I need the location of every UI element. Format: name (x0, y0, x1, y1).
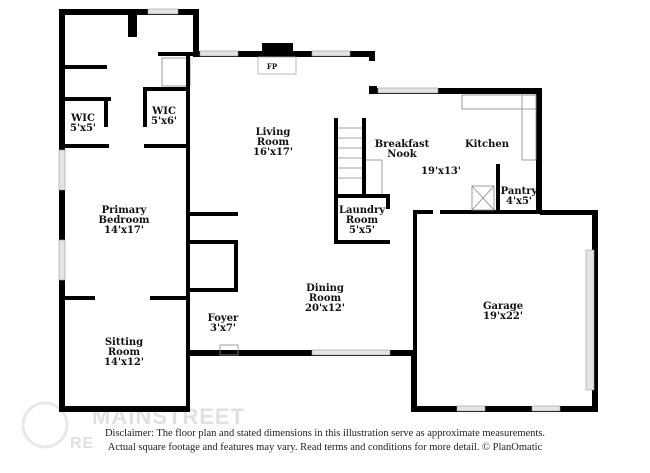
primary-bedroom-dim: 14'x17' (104, 225, 144, 236)
pantry-dim: 4'x5' (506, 196, 532, 207)
disclaimer-line-2: Actual square footage and features may v… (107, 442, 543, 453)
sitting-room-label-2: Room (108, 347, 141, 358)
disclaimer-line-1: Disclaimer: The floor plan and stated di… (104, 428, 546, 439)
wic-1-dim: 5'x5' (70, 123, 96, 134)
wic-2-label: WIC (151, 106, 176, 117)
kitchen-label: Kitchen (465, 139, 510, 150)
laundry-room-label: Laundry (339, 205, 386, 216)
breakfast-nook-label: Breakfast (375, 139, 430, 150)
breakfast-nook-label-2: Nook (387, 149, 417, 160)
primary-bedroom-label: Primary (102, 205, 148, 216)
garage-dim: 19'x22' (483, 311, 523, 322)
wic-1-label: WIC (70, 113, 95, 124)
garage-label: Garage (483, 301, 523, 312)
living-room-label: Living (256, 127, 291, 138)
dining-room-label-2: Room (309, 293, 342, 304)
sitting-room-label: Sitting (105, 337, 143, 348)
foyer-dim: 3'x7' (210, 323, 236, 334)
kitchen-dim: 19'x13' (421, 166, 461, 177)
pantry-label: Pantry (501, 186, 539, 197)
sitting-room-dim: 14'x12' (104, 357, 144, 368)
living-room-label-2: Room (257, 137, 290, 148)
dining-room-dim: 20'x12' (305, 303, 345, 314)
laundry-room-dim: 5'x5' (349, 225, 375, 236)
dining-room-label: Dining (306, 283, 344, 294)
laundry-room-label-2: Room (346, 215, 379, 226)
primary-bedroom-label-2: Bedroom (99, 215, 150, 226)
walls (58, 8, 598, 412)
foyer-label: Foyer (208, 313, 239, 324)
room-labels: FP Living Room 16'x17' Breakfast Nook Ki… (70, 62, 539, 368)
living-room-dim: 16'x17' (253, 147, 293, 158)
fireplace-label: FP (267, 62, 278, 71)
wic-2-dim: 5'x6' (151, 116, 177, 127)
watermark-sub: RE (70, 435, 94, 452)
